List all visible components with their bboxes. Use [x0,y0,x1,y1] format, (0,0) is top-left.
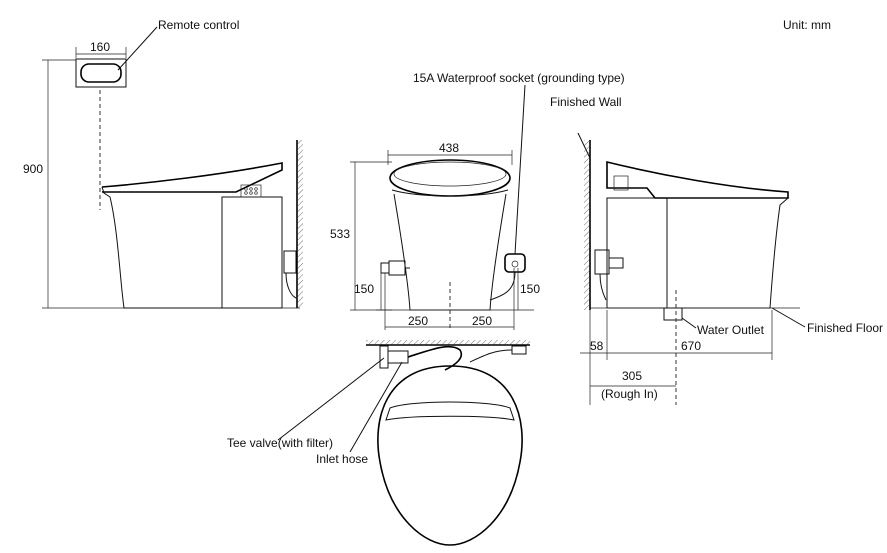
dim-left-150: 150 [354,282,374,296]
socket-cable [489,271,516,301]
socket-top [511,345,527,355]
finished-floor-label: Finished Floor [807,321,883,335]
left-side-view: Remote control 160 900 [23,18,303,309]
dim-left-250: 250 [408,314,428,328]
dim-side-58: 58 [590,339,604,353]
tee-valve-top [379,345,389,369]
dim-rough-305: 305 [622,369,642,383]
toilet-lid-side-right [606,160,789,199]
dim-height-533: 533 [330,227,350,241]
rough-in-label: (Rough In) [601,387,658,401]
tank-box-left [221,196,283,309]
dim-right-150: 150 [520,282,540,296]
tee-valve-label: Tee valve(with filter) [227,436,333,450]
water-outlet-label: Water Outlet [697,323,765,337]
toilet-lid-side-left [101,162,283,193]
inlet-hose-leader [349,361,403,453]
inlet-hose-top [407,345,463,371]
unit-label: Unit: mm [783,18,831,32]
dim-width-438: 438 [439,141,459,155]
tee-valve-leader [277,357,385,441]
toilet-body-side-right [667,197,790,309]
toilet-body-side-left [101,186,223,309]
dim-remote-width: 160 [90,40,110,54]
socket-leader-line [514,84,526,255]
tee-valve-front [380,262,390,274]
water-outlet [663,307,683,321]
remote-control-plate [75,58,127,88]
remote-control-label: Remote control [158,18,239,32]
top-view: Tee valve(with filter) Inlet hose [227,340,530,546]
socket-label: 15A Waterproof socket (grounding type) [413,71,625,85]
control-panel-right [613,175,629,191]
remote-leader-line [117,26,158,71]
remote-control-device [80,63,122,83]
tank-box-right [606,197,668,309]
toilet-lid-front [389,159,511,197]
right-side-view: Unit: mm Finished Wall Water Outlet Fini… [550,18,883,405]
front-view: 438 533 150 15A Waterproof socket (groun… [330,71,625,330]
wall-valve-left [283,250,297,274]
dim-right-250: 250 [472,314,492,328]
control-panel-left [240,184,262,198]
finished-wall-label: Finished Wall [550,95,622,109]
inlet-hose-label: Inlet hose [316,452,368,466]
toilet-bowl-top [377,365,523,546]
socket-front [504,253,526,273]
dim-height-900: 900 [23,162,43,176]
dim-side-670: 670 [681,339,701,353]
